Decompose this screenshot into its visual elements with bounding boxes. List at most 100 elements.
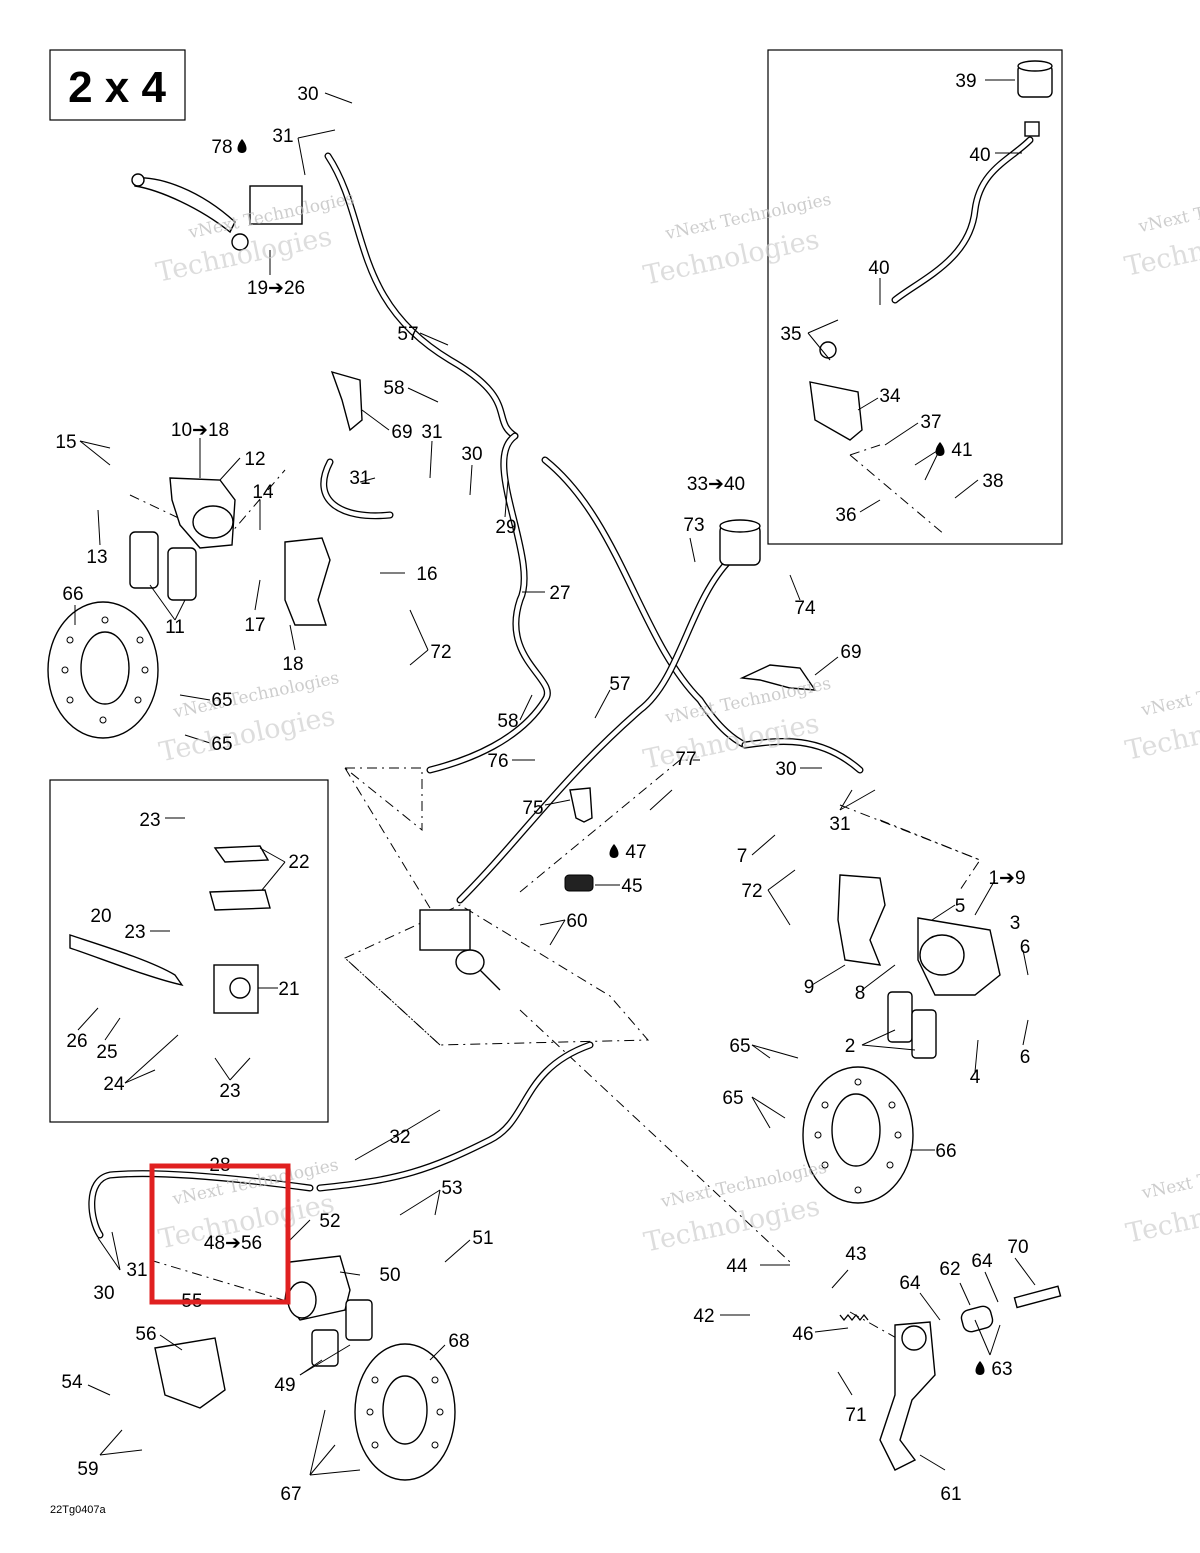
callout-69a: 69: [391, 422, 412, 443]
callout-51: 51: [472, 1228, 493, 1249]
callout-21: 21: [278, 979, 299, 1000]
callout-10-18: 10➔18: [171, 420, 229, 441]
callout-38: 38: [982, 471, 1003, 492]
callout-26: 26: [66, 1031, 87, 1052]
callout-27: 27: [549, 583, 570, 604]
inset-master-cylinder-body: [809, 341, 863, 441]
foot-master-cylinder: [419, 909, 501, 991]
watermark-text: vNext Technologies: [1139, 1149, 1200, 1204]
callout-64b: 64: [971, 1251, 993, 1272]
callout-65c: 65: [729, 1036, 750, 1057]
callout-16: 16: [416, 564, 437, 585]
callout-53: 53: [441, 1178, 462, 1199]
callout-61: 61: [940, 1484, 961, 1505]
callout-70: 70: [1007, 1237, 1028, 1258]
callout-67: 67: [280, 1484, 301, 1505]
rear-caliper: [284, 1255, 373, 1367]
callout-71: 71: [845, 1405, 866, 1426]
callout-54: 54: [61, 1372, 83, 1393]
callout-30b: 30: [461, 444, 482, 465]
callout-33-40: 33➔40: [687, 474, 745, 495]
handlebar-master-cylinder: [131, 173, 303, 251]
callout-25: 25: [96, 1042, 117, 1063]
pedal-shaft: [960, 1285, 1062, 1333]
front-right-caliper: [887, 917, 1001, 1059]
callout-40b: 40: [868, 258, 889, 279]
callout-11: 11: [165, 617, 185, 638]
callout-36: 36: [835, 505, 856, 526]
callout-23b: 23: [124, 922, 145, 943]
callout-48-56: 48➔56: [204, 1233, 262, 1254]
callout-46: 46: [792, 1324, 813, 1345]
leader-lines: [74, 79, 1036, 1476]
fluid-drop-icon: [237, 139, 247, 153]
front-left-caliper: [129, 477, 236, 601]
callout-13: 13: [86, 547, 107, 568]
callout-22: 22: [288, 852, 309, 873]
callout-56: 56: [135, 1324, 156, 1345]
callout-72a: 72: [430, 642, 451, 663]
front-right-brake-disc: [802, 1066, 914, 1204]
callout-63: 63: [991, 1359, 1012, 1380]
front-left-brake-disc: [47, 601, 159, 739]
brake-hoses: [88, 136, 1034, 1239]
callout-6a: 6: [1020, 937, 1031, 958]
callout-76: 76: [487, 751, 508, 772]
callout-23a: 23: [139, 810, 160, 831]
dashed-guides: [129, 444, 981, 1341]
brake-light-switch: [564, 874, 594, 892]
inset-lever-assembly: [69, 845, 271, 1014]
callout-60: 60: [566, 911, 587, 932]
callout-49: 49: [274, 1375, 295, 1396]
callout-57a: 57: [397, 324, 418, 345]
callout-44: 44: [726, 1256, 748, 1277]
master-cylinder-inset-box: [49, 779, 329, 1123]
callout-52: 52: [319, 1211, 340, 1232]
callout-62: 62: [939, 1259, 960, 1280]
callout-15: 15: [55, 432, 76, 453]
callout-1-9: 1➔9: [988, 868, 1025, 889]
watermark-text: vNext Technologies: [1136, 182, 1200, 237]
callout-12: 12: [244, 449, 265, 470]
fluid-drop-icon: [609, 844, 619, 858]
callout-30d: 30: [93, 1283, 114, 1304]
callout-75: 75: [522, 798, 543, 819]
rear-brake-disc: [354, 1343, 456, 1481]
callout-65a: 65: [211, 690, 232, 711]
callout-31e: 31: [126, 1260, 147, 1281]
bracket-69-upper: [330, 370, 363, 432]
callout-5: 5: [955, 896, 966, 917]
fluid-reservoir: [719, 519, 761, 566]
front-right-caliper-bracket: [837, 874, 886, 966]
callout-9: 9: [804, 977, 815, 998]
callout-8: 8: [855, 983, 866, 1004]
drawing-code: 22Tg0407a: [50, 1504, 107, 1516]
callout-31d: 31: [829, 814, 850, 835]
callout-47: 47: [625, 842, 646, 863]
callout-30a: 30: [297, 84, 318, 105]
callout-59: 59: [77, 1459, 98, 1480]
fluid-drop-icon: [975, 1361, 985, 1375]
callout-72b: 72: [741, 881, 762, 902]
inset-reservoir: [1017, 60, 1053, 137]
pedal-spring: [839, 1313, 869, 1322]
callout-66b: 66: [935, 1141, 956, 1162]
callout-17: 17: [244, 615, 265, 636]
callout-30c: 30: [775, 759, 796, 780]
callout-41: 41: [951, 440, 972, 461]
callout-50: 50: [379, 1265, 400, 1286]
callout-29: 29: [495, 517, 516, 538]
watermarks: vNext Technologies Technologies vNext Te…: [153, 182, 1200, 1258]
callout-20: 20: [90, 906, 111, 927]
callout-31c: 31: [349, 468, 370, 489]
callout-4: 4: [970, 1067, 981, 1088]
callout-58b: 58: [497, 711, 518, 732]
callout-57b: 57: [609, 674, 630, 695]
brake-pedal: [879, 1321, 936, 1471]
callout-24: 24: [103, 1074, 125, 1095]
callout-2: 2: [845, 1036, 856, 1057]
highlight-rectangle: [149, 1163, 291, 1305]
callout-6b: 6: [1020, 1047, 1031, 1068]
callout-3: 3: [1010, 913, 1021, 934]
